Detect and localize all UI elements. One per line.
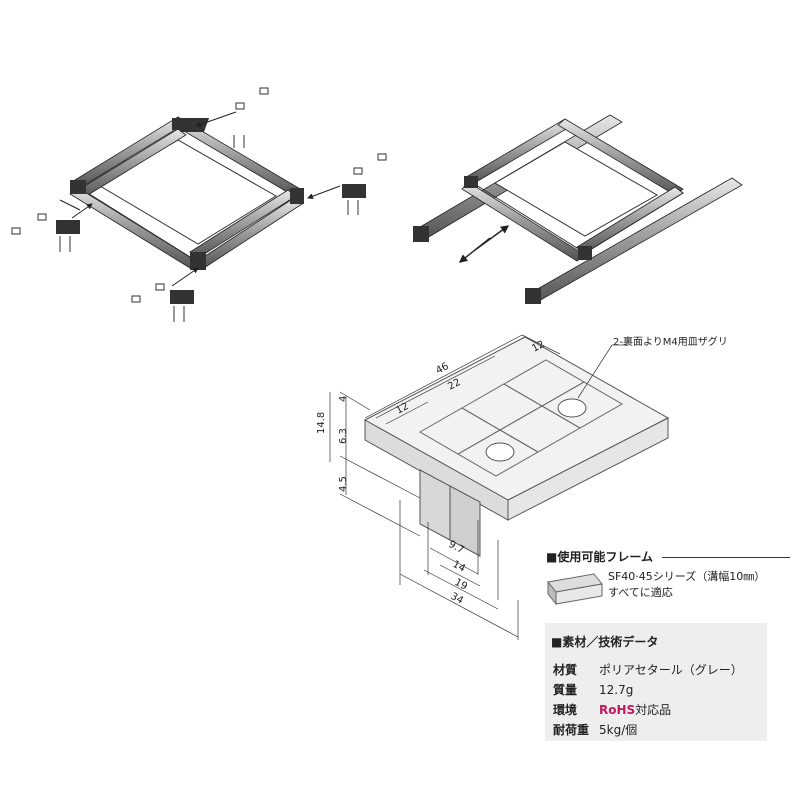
spec-value: 12.7g xyxy=(599,683,634,697)
rohs-label: RoHS xyxy=(599,703,636,717)
dim-4: 4 xyxy=(338,396,349,402)
dim-19: 19 xyxy=(453,577,469,593)
spec-value: 対応品 xyxy=(635,703,672,717)
dim-6-3: 6.3 xyxy=(338,428,349,444)
dim-34: 34 xyxy=(449,591,465,607)
spec-key: 質量 xyxy=(553,683,578,697)
dim-14-8: 14.8 xyxy=(316,412,327,434)
usable-frame-note: すべてに適応 xyxy=(608,586,673,599)
spec-row-material: 材質 ポリアセタール（グレー） xyxy=(553,661,743,678)
spec-row-mass: 質量 12.7g xyxy=(553,681,633,698)
usable-frame-section: ■使用可能フレーム SF40·45シリーズ（溝幅10㎜） すべてに適応 xyxy=(540,548,790,618)
usable-frame-title: ■使用可能フレーム xyxy=(546,550,653,564)
dim-14: 14 xyxy=(451,559,467,575)
dim-46: 46 xyxy=(434,361,450,377)
dim-12-left: 12 xyxy=(394,401,410,417)
spec-panel: ■素材／技術データ 材質 ポリアセタール（グレー） 質量 12.7g 環境 RoHS対… xyxy=(545,623,767,741)
counterbore-callout: 2-裏面よりM4用皿ザグリ xyxy=(613,335,728,348)
connector-part xyxy=(131,283,194,322)
section-divider xyxy=(662,557,790,558)
usable-frame-series: SF40·45シリーズ（溝幅10㎜） xyxy=(608,570,766,583)
spec-row-environment: 環境 RoHS対応品 xyxy=(553,701,671,718)
spec-value: ポリアセタール（グレー） xyxy=(599,663,743,677)
spec-value: 5kg/個 xyxy=(599,723,638,737)
frame-on-rails-right xyxy=(413,114,743,304)
dim-4-5: 4.5 xyxy=(338,476,349,492)
spec-row-load: 耐荷重 5kg/個 xyxy=(553,721,637,738)
connector-part xyxy=(11,213,80,252)
dim-22: 22 xyxy=(446,377,462,393)
connector-part xyxy=(342,153,387,215)
spec-key: 耐荷重 xyxy=(553,723,590,737)
spec-title: ■素材／技術データ xyxy=(551,635,659,649)
spec-key: 材質 xyxy=(553,663,578,677)
connector-part xyxy=(179,87,269,148)
connector-part-drawing: 46 12 22 12 4 14.8 6.3 4.5 9.7 14 19 34 … xyxy=(316,334,728,640)
frame-assembly-left xyxy=(11,87,387,322)
frame-profile-icon xyxy=(547,573,603,606)
dim-12-top: 12 xyxy=(530,339,546,355)
spec-key: 環境 xyxy=(553,703,578,717)
